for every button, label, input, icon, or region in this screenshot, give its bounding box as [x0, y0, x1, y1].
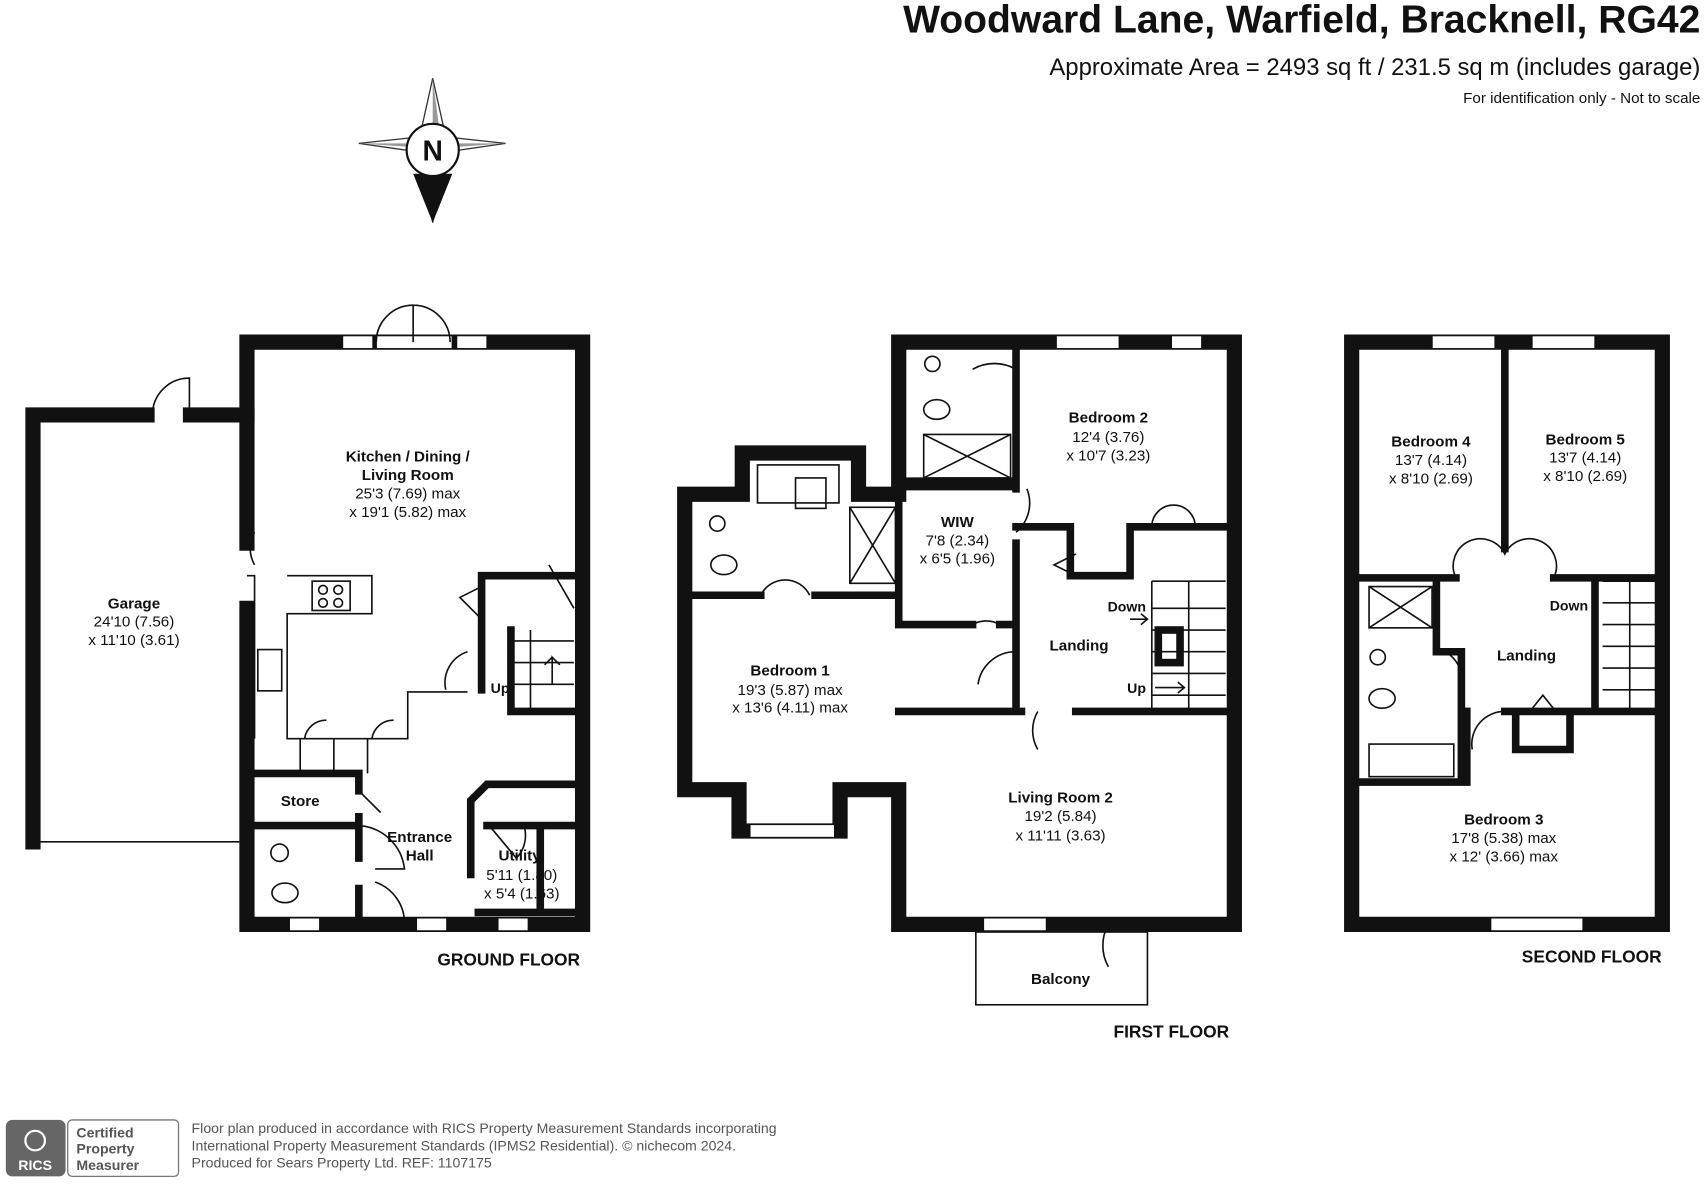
svg-text:Certified: Certified	[76, 1124, 133, 1140]
room-utility: Utility	[499, 847, 542, 864]
room-bedroom-5: Bedroom 5	[1546, 431, 1626, 448]
room-entrance-hall: Entrance	[387, 829, 452, 846]
footer-line-3: Produced for Sears Property Ltd. REF: 11…	[192, 1155, 492, 1171]
svg-text:19'2 (5.84): 19'2 (5.84)	[1024, 808, 1096, 825]
stairs-up-label: Up	[491, 680, 510, 696]
svg-text:x 19'1 (5.82) max: x 19'1 (5.82) max	[349, 504, 466, 521]
room-wiw: WIW	[941, 514, 975, 531]
svg-text:19'3 (5.87) max: 19'3 (5.87) max	[738, 682, 843, 699]
second-floor-title: SECOND FLOOR	[1522, 946, 1662, 966]
svg-text:17'8 (5.38) max: 17'8 (5.38) max	[1451, 830, 1556, 847]
svg-text:12'4 (3.76): 12'4 (3.76)	[1072, 429, 1144, 446]
ground-floor-title: GROUND FLOOR	[437, 950, 580, 970]
first-floor-title: FIRST FLOOR	[1113, 1021, 1229, 1041]
area-text: Approximate Area = 2493 sq ft / 231.5 sq…	[1049, 54, 1700, 81]
room-landing-2: Landing	[1497, 647, 1556, 664]
rics-logo: RICS Certified Property Measurer	[5, 1119, 180, 1178]
svg-text:Living Room: Living Room	[362, 467, 454, 484]
balcony: Balcony	[1031, 971, 1091, 988]
svg-text:x 11'11 (3.63): x 11'11 (3.63)	[1015, 828, 1105, 845]
svg-text:x 11'10 (3.61): x 11'10 (3.61)	[88, 632, 179, 649]
svg-text:N: N	[423, 135, 443, 167]
svg-text:5'11 (1.80): 5'11 (1.80)	[486, 867, 557, 884]
svg-text:25'3 (7.69) max: 25'3 (7.69) max	[355, 486, 460, 503]
svg-text:Hall: Hall	[406, 847, 434, 864]
svg-text:x 13'6 (4.11) max: x 13'6 (4.11) max	[732, 700, 848, 717]
svg-text:24'10 (7.56): 24'10 (7.56)	[94, 614, 175, 631]
first-floor-plan: Bedroom 1 19'3 (5.87) max x 13'6 (4.11) …	[677, 334, 1242, 1041]
svg-text:13'7 (4.14): 13'7 (4.14)	[1549, 450, 1621, 467]
room-landing: Landing	[1049, 638, 1108, 655]
svg-text:Up: Up	[1127, 680, 1146, 696]
room-garage: Garage	[108, 595, 160, 612]
footer-line-2: International Property Measurement Stand…	[192, 1137, 736, 1153]
second-floor-plan: Bedroom 4 13'7 (4.14) x 8'10 (2.69) Bedr…	[1344, 334, 1670, 966]
svg-text:x 10'7 (3.23): x 10'7 (3.23)	[1066, 448, 1150, 465]
svg-text:x 5'4 (1.63): x 5'4 (1.63)	[484, 885, 560, 902]
svg-text:Down: Down	[1108, 599, 1146, 615]
svg-text:Down: Down	[1550, 597, 1588, 613]
room-bedroom-2: Bedroom 2	[1069, 410, 1148, 427]
property-title: Woodward Lane, Warfield, Bracknell, RG42	[903, 0, 1700, 42]
compass-icon: N	[358, 78, 506, 223]
ground-floor-plan: Garage 24'10 (7.56) x 11'10 (3.61) Kitch…	[25, 304, 591, 970]
svg-text:Property: Property	[76, 1141, 134, 1157]
svg-text:x 6'5 (1.96): x 6'5 (1.96)	[920, 551, 996, 568]
room-living-room-2: Living Room 2	[1008, 790, 1113, 807]
svg-text:7'8 (2.34): 7'8 (2.34)	[926, 532, 990, 549]
svg-text:RICS: RICS	[18, 1157, 52, 1173]
svg-text:x 12' (3.66) max: x 12' (3.66) max	[1450, 848, 1559, 865]
svg-text:x 8'10 (2.69): x 8'10 (2.69)	[1543, 468, 1627, 485]
svg-text:Measurer: Measurer	[76, 1157, 139, 1173]
svg-text:x 8'10 (2.69): x 8'10 (2.69)	[1389, 470, 1473, 487]
scale-note: For identification only - Not to scale	[1463, 90, 1700, 107]
room-store: Store	[281, 793, 320, 810]
room-bedroom-1: Bedroom 1	[750, 663, 830, 680]
svg-text:13'7 (4.14): 13'7 (4.14)	[1395, 452, 1467, 469]
footer-line-1: Floor plan produced in accordance with R…	[192, 1120, 777, 1136]
room-bedroom-4: Bedroom 4	[1391, 433, 1471, 450]
room-kitchen: Kitchen / Dining /	[346, 449, 471, 466]
room-bedroom-3: Bedroom 3	[1464, 811, 1543, 828]
